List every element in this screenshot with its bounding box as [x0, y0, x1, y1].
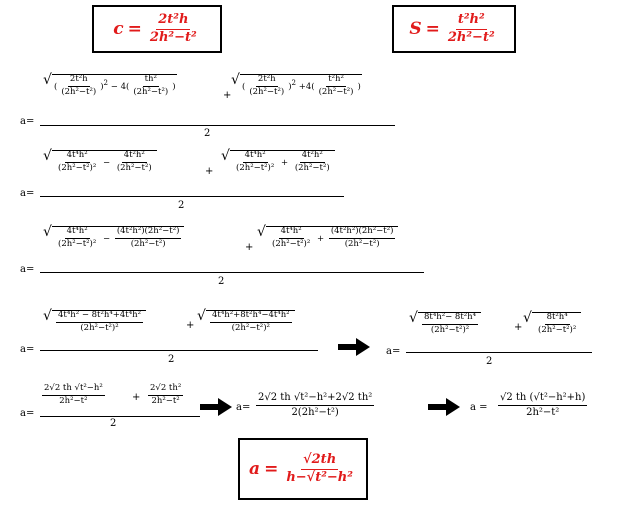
fraction-numerator: th² — [142, 74, 159, 87]
fraction-denominator: (2h²−t²) — [133, 86, 169, 97]
equals-sign: = — [264, 459, 279, 479]
fraction-denominator: (2h²−t²)² — [236, 162, 275, 173]
fraction-numerator: 8t⁴h²− 8t²h⁴ — [422, 312, 479, 325]
s-denominator: 2h²−t² — [447, 29, 495, 45]
c-fraction: 2t²h 2h²−t² — [148, 12, 199, 46]
operator: − 4( — [110, 81, 130, 92]
fraction-denominator: (2h²−t²) — [61, 86, 97, 97]
plus-operator: + — [205, 166, 214, 177]
fraction-numerator: (4t²h²)(2h²−t²) — [328, 226, 396, 239]
fraction-denominator: (2h²−t²)² — [58, 238, 97, 249]
a-fraction: √2th h−√t²−h² — [284, 452, 355, 486]
fraction-denominator: (2h²−t²) — [116, 162, 152, 173]
s-numerator: t²h² — [455, 12, 487, 30]
fraction-denominator: (2h²−t²) — [249, 86, 285, 97]
c-numerator: 2t²h — [156, 12, 191, 30]
boxed-c-formula: c = 2t²h 2h²−t² — [92, 5, 222, 53]
plus-operator: + — [514, 322, 523, 333]
fraction-denominator: (2h²−t²)² — [80, 322, 119, 333]
fraction-numerator: 4t⁴h² − 8t²h⁴+4t⁴h² — [56, 310, 143, 323]
plus-operator: + — [186, 320, 195, 331]
denominator-two: 2 — [486, 356, 493, 367]
fraction-denominator: 2h²−t² — [526, 406, 560, 418]
a-denominator: h−√t²−h² — [286, 469, 353, 485]
fraction-denominator: (2h²−t²) — [294, 162, 330, 173]
minus-operator: − — [102, 233, 111, 244]
denominator-two: 2 — [110, 418, 117, 429]
a-prefix: a= — [20, 264, 35, 275]
operator: +4( — [298, 81, 315, 92]
fraction-numerator: (4t²h²)(2h²−t²) — [114, 226, 182, 239]
fraction-numerator: 8t²h⁴ — [544, 312, 570, 325]
fraction-denominator: (2h²−t²)² — [272, 238, 311, 249]
right-arrow-icon — [338, 338, 370, 356]
plus-operator: + — [280, 157, 289, 168]
fraction-denominator: (2h²−t²)² — [538, 324, 577, 335]
boxed-a-formula: a = √2th h−√t²−h² — [238, 438, 368, 500]
equals-sign: = — [425, 19, 440, 39]
fraction-numerator: 2t²h — [255, 74, 278, 87]
c-denominator: 2h²−t² — [149, 29, 197, 45]
fraction-numerator: 2t²h — [67, 74, 90, 87]
minus-operator: − — [102, 157, 111, 168]
right-arrow-icon — [428, 398, 460, 416]
right-arrow-icon — [200, 398, 232, 416]
boxed-s-formula: S = t²h² 2h²−t² — [392, 5, 516, 53]
fraction-denominator: (2h²−t²)² — [58, 162, 97, 173]
plus-operator: + — [132, 392, 141, 403]
fraction-numerator: 4t⁴h² — [242, 150, 268, 163]
a-lhs: a — [249, 459, 261, 479]
plus-operator: + — [223, 90, 232, 101]
a-numerator: √2th — [301, 452, 339, 470]
a-prefix: a = — [470, 402, 488, 413]
fraction-numerator: 4t⁴h²+8t²h⁴−4t⁴h² — [210, 310, 292, 323]
fraction-numerator: 4t²h² — [121, 150, 147, 163]
fraction-denominator: (2h²−t²)² — [231, 322, 270, 333]
equals-sign: = — [127, 19, 142, 39]
denominator-two: 2 — [178, 200, 185, 211]
a-prefix: a= — [386, 346, 401, 357]
fraction-numerator: 4t⁴h² — [64, 150, 90, 163]
fraction-numerator: 4t⁴h² — [278, 226, 304, 239]
s-lhs: S — [409, 19, 422, 39]
a-prefix: a= — [20, 116, 35, 127]
c-lhs: c — [113, 19, 124, 39]
fraction-denominator: (2h²−t²) — [130, 238, 166, 249]
fraction-numerator: t²h² — [326, 74, 346, 87]
fraction-numerator: 2√2 th² — [148, 383, 184, 396]
fraction-denominator: 2h²−t² — [151, 395, 180, 406]
exponent: 2 — [103, 77, 109, 87]
exponent: 2 — [291, 77, 297, 87]
plus-operator: + — [316, 233, 325, 244]
a-prefix: a= — [236, 402, 251, 413]
denominator-two: 2 — [168, 354, 175, 365]
fraction-denominator: 2h²−t² — [59, 395, 88, 406]
fraction-numerator: 2√2 th √t²−h²+2√2 th² — [256, 392, 375, 406]
a-prefix: a= — [20, 344, 35, 355]
fraction-denominator: 2(2h²−t²) — [291, 406, 339, 418]
a-prefix: a= — [20, 408, 35, 419]
fraction-numerator: 4t⁴h² — [64, 226, 90, 239]
fraction-numerator: 2√2 th √t²−h² — [42, 383, 105, 396]
denominator-two: 2 — [218, 276, 225, 287]
fraction-numerator: √2 th (√t²−h²+h) — [498, 392, 588, 406]
a-prefix: a= — [20, 188, 35, 199]
fraction-denominator: (2h²−t²) — [344, 238, 380, 249]
fraction-denominator: (2h²−t²) — [318, 86, 354, 97]
s-fraction: t²h² 2h²−t² — [446, 12, 497, 46]
paren: ) — [357, 81, 361, 92]
denominator-two: 2 — [204, 128, 211, 139]
fraction-denominator: (2h²−t²)² — [430, 324, 470, 335]
paren: ) — [172, 81, 176, 92]
plus-operator: + — [245, 242, 254, 253]
fraction-numerator: 4t²h² — [299, 150, 325, 163]
